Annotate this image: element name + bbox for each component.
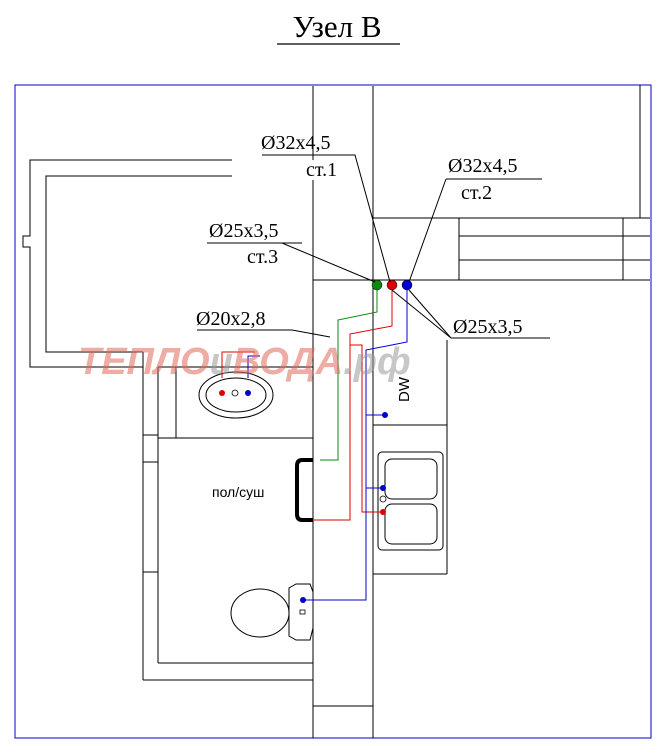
kitchen-counter — [372, 280, 448, 706]
riser-1-marker — [386, 279, 398, 291]
riser-1-name-label: ст.1 — [306, 159, 337, 181]
sink-drain — [379, 495, 387, 503]
left-room-walls — [22, 159, 232, 368]
wash-basin — [198, 371, 274, 419]
watermark-part-4: .рф — [343, 341, 410, 383]
basin-cold-outlet — [245, 390, 251, 396]
dishwasher-outlet — [382, 412, 388, 418]
sheet-frame — [14, 84, 652, 739]
branch-25-label: Ø25x3,5 — [453, 316, 522, 338]
towel-dryer-label: пол/суш — [212, 484, 264, 500]
drawing-title: Узел В — [292, 9, 381, 44]
towel-dryer — [295, 458, 313, 522]
sink-cold-outlet — [380, 485, 386, 491]
right-room-walls — [373, 85, 650, 281]
pipe-green — [320, 285, 378, 461]
riser-3-marker — [371, 279, 383, 291]
wall-shaft — [312, 86, 374, 281]
watermark-part-1: ТЕПЛО — [78, 341, 210, 383]
bathroom-walls — [142, 280, 374, 738]
basin-drain — [231, 389, 239, 397]
toilet — [230, 583, 314, 641]
riser-2-marker — [401, 279, 413, 291]
watermark-part-3: ВОДА — [233, 341, 343, 383]
pipe-red — [313, 285, 393, 521]
watermark-part-2: и — [210, 341, 233, 383]
toilet-inlet — [300, 597, 306, 603]
riser-2-size-label: Ø32x4,5 — [448, 155, 517, 177]
riser-3-name-label: ст.3 — [247, 246, 278, 268]
riser-2-name-label: ст.2 — [461, 182, 492, 204]
riser-3-size-label: Ø25x3,5 — [209, 220, 278, 242]
branch-20-label: Ø20x2,8 — [196, 308, 265, 330]
pipe-blue-basin — [247, 355, 260, 378]
svg-text:ТЕПЛОиВОДА.рф: ТЕПЛОиВОДА.рф — [78, 341, 411, 383]
pipe-red-sink — [350, 344, 383, 513]
toilet-drain — [299, 609, 306, 615]
watermark-logo: ТЕПЛОиВОДА.рф — [78, 341, 411, 383]
kitchen-double-sink — [377, 451, 444, 551]
leader-lines — [197, 154, 550, 339]
sink-hot-outlet — [380, 509, 386, 515]
basin-hot-outlet — [219, 390, 225, 396]
pipe-blue — [303, 285, 408, 601]
dishwasher-label: DW — [396, 376, 413, 402]
riser-1-size-label: Ø32x4,5 — [261, 132, 330, 154]
pipe-red-basin — [221, 351, 255, 378]
